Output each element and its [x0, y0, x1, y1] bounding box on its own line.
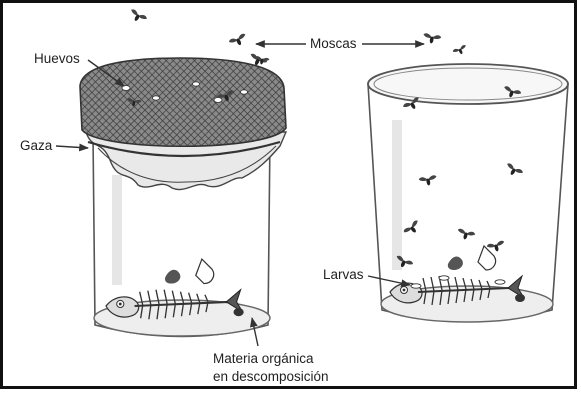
label-eggs: Huevos [34, 51, 80, 66]
label-flies: Moscas [310, 36, 357, 51]
label-organic-matter-line2: en descomposición [213, 369, 329, 384]
label-organic-matter-line1: Materia orgánica [213, 351, 314, 366]
gauze-mesh [80, 58, 286, 146]
label-larvae: Larvas [323, 267, 364, 282]
frame-border [2, 2, 576, 388]
label-gauze: Gaza [20, 138, 53, 153]
